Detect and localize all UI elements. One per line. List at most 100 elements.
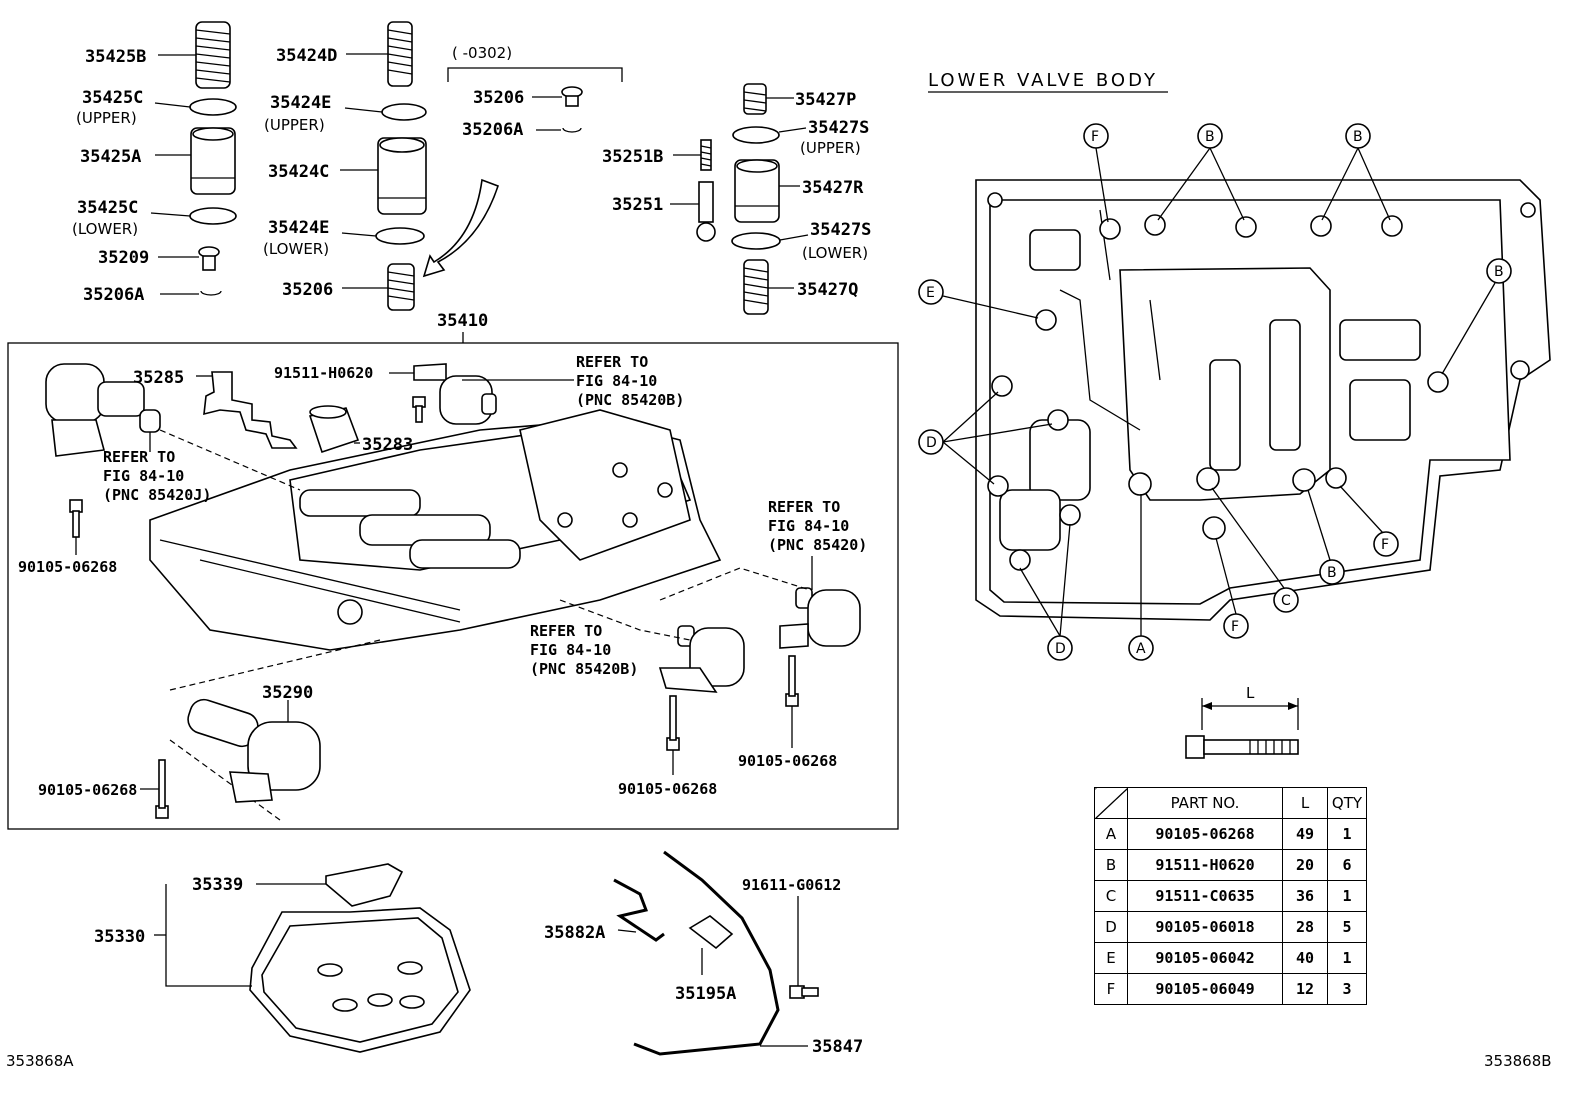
label-35206-mid: 35206 (282, 280, 333, 300)
callout-D1: D (926, 435, 937, 451)
label-lower-1: (LOWER) (72, 220, 138, 238)
ref2-line2: FIG 84-10 (103, 467, 184, 485)
label-35330: 35330 (94, 927, 145, 947)
row-qty: 1 (1327, 942, 1367, 974)
callout-C: C (1281, 593, 1291, 609)
plug-35209 (198, 246, 220, 271)
clip-35206A-top (562, 127, 582, 133)
row-part-no: 91511-C0635 (1127, 880, 1283, 912)
label-35882A: 35882A (544, 923, 605, 943)
label-lower-3: (LOWER) (802, 244, 868, 262)
spring-35425B (195, 21, 231, 89)
ref4-line2: FIG 84-10 (530, 641, 611, 659)
bolt-91611-G0612 (789, 985, 819, 999)
label-35847: 35847 (812, 1037, 863, 1057)
upper-valve-body (149, 409, 722, 651)
ref2-line3: (PNC 85420J) (103, 486, 211, 504)
label-35206A-left: 35206A (83, 285, 144, 305)
row-l: 12 (1282, 973, 1328, 1005)
spring-35206-mid (387, 263, 415, 311)
sleeve-35425A (190, 127, 236, 195)
spring-35427Q (743, 259, 769, 315)
label-35425A: 35425A (80, 147, 141, 167)
lower-valve-body-title: LOWER VALVE BODY (928, 70, 1158, 91)
col-qty: QTY (1327, 787, 1367, 819)
label-35427P: 35427P (795, 90, 856, 110)
label-35425B: 35425B (85, 47, 146, 67)
ref1-line1: REFER TO (576, 353, 648, 371)
spring-35424D (387, 21, 413, 87)
col-part-no: PART NO. (1127, 787, 1283, 819)
o-ring-35425C-upper (189, 98, 237, 116)
solenoid-top-center (413, 363, 497, 425)
solenoid-middle (658, 625, 745, 693)
o-ring-35427S-upper (732, 126, 780, 144)
label-35427Q: 35427Q (797, 280, 858, 300)
tube-35847 (633, 850, 780, 1056)
o-ring-35424E-lower (375, 227, 425, 245)
label-35427S-upper: 35427S (808, 118, 869, 138)
row-l: 28 (1282, 911, 1328, 943)
ref1-line3: (PNC 85420B) (576, 391, 684, 409)
label-35424E-lower: 35424E (268, 218, 329, 238)
callout-B1: B (1205, 129, 1215, 145)
callout-E: E (926, 285, 935, 301)
row-qty: 1 (1327, 880, 1367, 912)
table-row: D 90105-06018 28 5 (1094, 911, 1367, 943)
label-bracket-note: ( -0302) (452, 44, 512, 62)
label-35209: 35209 (98, 248, 149, 268)
label-35206-top: 35206 (473, 88, 524, 108)
label-bolt-c: 90105-06268 (738, 752, 837, 770)
row-part-no: 90105-06042 (1127, 942, 1283, 974)
label-upper-3: (UPPER) (800, 139, 861, 157)
bolt-c (785, 655, 799, 707)
label-35427S-lower: 35427S (810, 220, 871, 240)
label-bolt-a: 90105-06268 (18, 558, 117, 576)
bracket-0302 (447, 67, 623, 82)
label-91611-G0612: 91611-G0612 (742, 876, 841, 894)
row-qty: 6 (1327, 849, 1367, 881)
label-35425C-upper: 35425C (82, 88, 143, 108)
sleeve-35427R (734, 159, 780, 223)
ref2-line1: REFER TO (103, 448, 175, 466)
bolt-91511-H0620 (412, 396, 426, 423)
row-qty: 5 (1327, 911, 1367, 943)
bolt-holes (987, 214, 1449, 571)
row-key: D (1094, 911, 1128, 943)
row-qty: 3 (1327, 973, 1367, 1005)
table-row: B 91511-H0620 20 6 (1094, 849, 1367, 881)
row-l: 49 (1282, 818, 1328, 850)
row-qty: 1 (1327, 818, 1367, 850)
sleeve-35283 (308, 405, 360, 454)
callout-B4: B (1327, 565, 1337, 581)
callout-B3: B (1494, 264, 1504, 280)
label-35206A-top: 35206A (462, 120, 523, 140)
label-35285: 35285 (133, 368, 184, 388)
ref4-line3: (PNC 85420B) (530, 660, 638, 678)
ref3-line2: FIG 84-10 (768, 517, 849, 535)
assembly-box-35410 (7, 342, 899, 830)
pin-35251B (700, 139, 712, 171)
dimension-L: L (1246, 684, 1255, 702)
label-35251B: 35251B (602, 147, 663, 167)
table-row: F 90105-06049 12 3 (1094, 973, 1367, 1005)
o-ring-35425C-lower (189, 207, 237, 225)
label-35290: 35290 (262, 683, 313, 703)
sleeve-35424C (377, 137, 427, 215)
label-35339: 35339 (192, 875, 243, 895)
gasket-35339 (325, 863, 404, 907)
clamp-35195A (688, 915, 734, 950)
callout-B2: B (1353, 129, 1363, 145)
bolt-spec-table: PART NO. L QTY A 90105-06268 49 1 B 9151… (1094, 787, 1367, 1005)
tube-35882A (613, 878, 665, 942)
label-bolt-b: 90105-06268 (618, 780, 717, 798)
callout-F2: F (1381, 537, 1389, 553)
row-part-no: 90105-06018 (1127, 911, 1283, 943)
clip-35206A-left (200, 290, 222, 296)
bolt-d (155, 759, 169, 819)
callouts: F B B E B D F B C F A D (918, 123, 1512, 661)
plug-35206-top (561, 86, 583, 107)
lower-valve-body-drawing (975, 179, 1551, 621)
label-upper-2: (UPPER) (264, 116, 325, 134)
